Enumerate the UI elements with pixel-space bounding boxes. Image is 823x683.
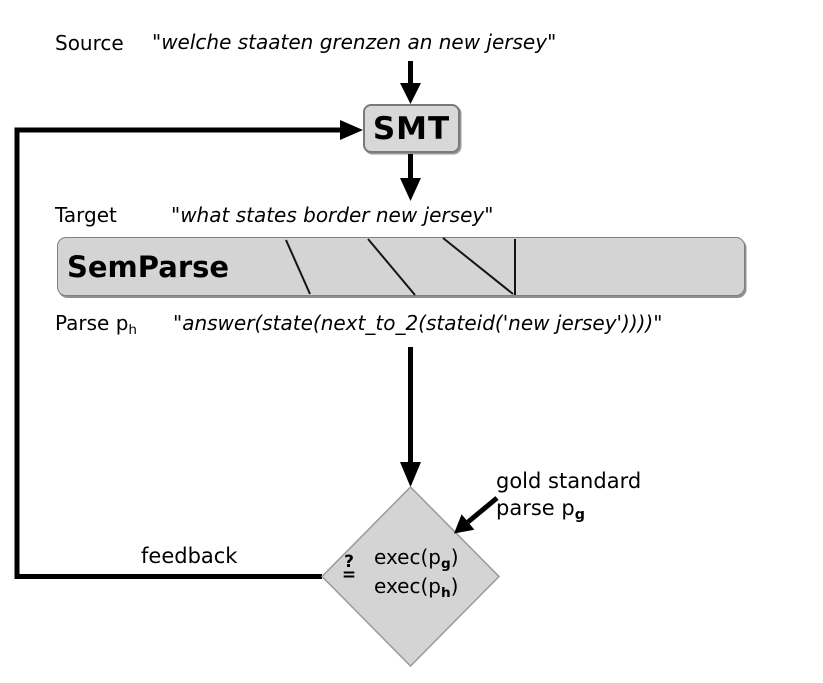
- target-label: Target: [55, 203, 117, 227]
- question-equals-symbol: ? =: [340, 552, 358, 585]
- equals-sign: =: [341, 565, 357, 585]
- exec-hyp-line: exec(ph): [374, 572, 459, 601]
- semparse-alignment-lines: [285, 237, 516, 296]
- parse-label-subscript: h: [128, 321, 138, 338]
- parse-label-prefix: Parse p: [55, 311, 129, 335]
- semparse-label: SemParse: [67, 249, 230, 284]
- exec-hyp-post: ): [450, 574, 459, 598]
- exec-gold-sub: g: [440, 555, 451, 572]
- smt-box: SMT: [363, 104, 460, 153]
- question-mark: ?: [344, 552, 354, 572]
- parse-label: Parse ph: [55, 311, 138, 338]
- source-sentence: "welche staaten grenzen an new jersey": [152, 30, 557, 54]
- exec-gold-line: exec(pg): [374, 543, 459, 572]
- semparse-box: SemParse: [57, 237, 745, 296]
- gold-standard-line2-subscript: g: [574, 506, 585, 523]
- source-to-smt-arrowhead-icon: [400, 83, 421, 104]
- gold-parse-arrow: [466, 496, 499, 524]
- gold-standard-line2-prefix: parse p: [496, 496, 575, 520]
- decision-exec-text: exec(pg) exec(ph): [374, 543, 459, 601]
- alignment-line-1: [285, 239, 311, 295]
- exec-hyp-sub: h: [440, 584, 451, 601]
- alignment-line-2: [367, 238, 416, 296]
- alignment-line-3: [442, 237, 514, 295]
- exec-gold-pre: exec(p: [374, 545, 441, 569]
- exec-hyp-pre: exec(p: [374, 574, 441, 598]
- feedback-label: feedback: [141, 544, 238, 568]
- gold-standard-label: gold standard parse pg: [496, 468, 641, 522]
- gold-standard-line1: gold standard: [496, 469, 642, 493]
- smt-to-target-arrowhead-icon: [400, 178, 421, 201]
- gold-parse-arrowhead-icon: [454, 514, 475, 534]
- feedback-loop-line: [14, 127, 342, 579]
- gold-standard-line2: parse pg: [496, 495, 641, 522]
- exec-gold-post: ): [450, 545, 459, 569]
- source-label: Source: [55, 31, 124, 55]
- parse-expression: "answer(state(next_to_2(stateid('new jer…: [173, 311, 663, 335]
- target-sentence: "what states border new jersey": [171, 203, 494, 227]
- parse-to-decision-arrowhead-icon: [400, 462, 421, 487]
- feedback-arrowhead-icon: [340, 120, 363, 140]
- smt-label: SMT: [372, 110, 451, 147]
